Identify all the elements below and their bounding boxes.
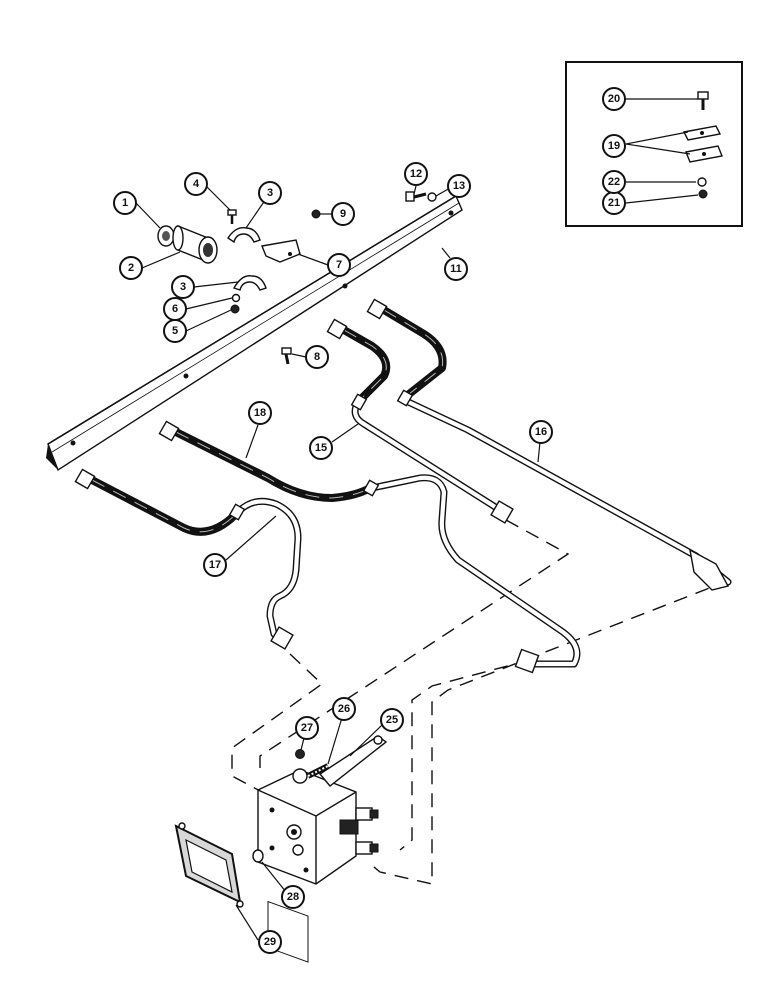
rigid-tubes <box>234 396 732 668</box>
gasket-part-29 <box>174 822 244 908</box>
svg-text:21: 21 <box>608 197 620 209</box>
washer-part-28 <box>252 849 264 863</box>
callout-16: 16 <box>529 420 553 444</box>
nut-part-13 <box>427 192 437 202</box>
clamp-lower-part-3 <box>232 275 267 291</box>
washer-part-6 <box>231 293 241 303</box>
svg-text:18: 18 <box>254 407 266 419</box>
svg-text:4: 4 <box>193 178 200 190</box>
callout-4: 4 <box>184 172 208 196</box>
svg-text:12: 12 <box>410 168 422 180</box>
inset-nut-21 <box>698 189 708 199</box>
svg-text:9: 9 <box>340 208 346 220</box>
callout-9: 9 <box>331 202 355 226</box>
callout-28: 28 <box>281 885 305 909</box>
svg-text:19: 19 <box>608 140 620 152</box>
callout-6: 6 <box>163 297 187 321</box>
callout-17: 17 <box>203 553 227 577</box>
callout-15: 15 <box>309 436 333 460</box>
screw-part-26 <box>306 763 330 779</box>
callout-21: 21 <box>602 191 626 215</box>
svg-text:28: 28 <box>287 891 299 903</box>
callout-8: 8 <box>305 345 329 369</box>
svg-text:5: 5 <box>172 325 178 337</box>
svg-text:20: 20 <box>608 93 620 105</box>
svg-text:8: 8 <box>314 351 320 363</box>
callout-29: 29 <box>258 930 282 954</box>
svg-text:3: 3 <box>267 187 273 199</box>
nut-part-9 <box>311 209 321 219</box>
svg-text:2: 2 <box>128 262 134 274</box>
inset-detail-box <box>565 61 743 227</box>
svg-text:11: 11 <box>450 263 462 275</box>
callout-5: 5 <box>163 319 187 343</box>
fitting-parts-group <box>157 191 437 365</box>
nut-part-5 <box>230 304 240 314</box>
callout-7: 7 <box>327 253 351 277</box>
svg-text:7: 7 <box>336 259 342 271</box>
callout-19: 19 <box>602 134 626 158</box>
callout-1: 1 <box>113 191 137 215</box>
callout-12: 12 <box>404 162 428 186</box>
callout-18: 18 <box>248 401 272 425</box>
callout-13: 13 <box>447 174 471 198</box>
svg-text:26: 26 <box>338 703 350 715</box>
svg-text:13: 13 <box>453 180 465 192</box>
clamp-upper-part-3 <box>227 227 261 244</box>
callout-2: 2 <box>119 256 143 280</box>
callout-3-upper: 3 <box>258 181 282 205</box>
screw-part-4 <box>227 209 237 224</box>
bolt-part-8 <box>281 347 292 365</box>
control-valve-assembly <box>252 735 388 963</box>
svg-text:16: 16 <box>535 426 547 438</box>
coupling-part-2 <box>172 224 218 264</box>
callout-27: 27 <box>295 716 319 740</box>
svg-text:17: 17 <box>209 559 221 571</box>
svg-text:1: 1 <box>122 197 128 209</box>
nut-part-27 <box>295 749 305 759</box>
svg-text:22: 22 <box>608 176 620 188</box>
svg-text:6: 6 <box>172 303 178 315</box>
svg-text:27: 27 <box>301 722 313 734</box>
callout-20: 20 <box>602 87 626 111</box>
svg-text:3: 3 <box>180 281 186 293</box>
bolt-part-12 <box>405 191 427 202</box>
plate-part-7 <box>261 239 301 263</box>
svg-text:15: 15 <box>315 442 327 454</box>
flexible-hoses <box>88 306 447 536</box>
callout-26: 26 <box>332 697 356 721</box>
callout-11: 11 <box>444 257 468 281</box>
callout-25: 25 <box>380 708 404 732</box>
lever-part-25 <box>318 735 388 787</box>
callout-3-lower: 3 <box>171 275 195 299</box>
mounting-angle-bar <box>46 194 463 472</box>
tube-fittings <box>74 298 730 674</box>
inset-bolt-20 <box>697 91 709 110</box>
callout-22: 22 <box>602 170 626 194</box>
leader-lines <box>135 98 699 941</box>
phantom-routing-lines <box>231 519 731 885</box>
svg-text:25: 25 <box>386 714 398 726</box>
inset-clamp-plates-19 <box>682 125 723 163</box>
svg-text:29: 29 <box>264 936 276 948</box>
inset-washer-22 <box>697 177 707 187</box>
